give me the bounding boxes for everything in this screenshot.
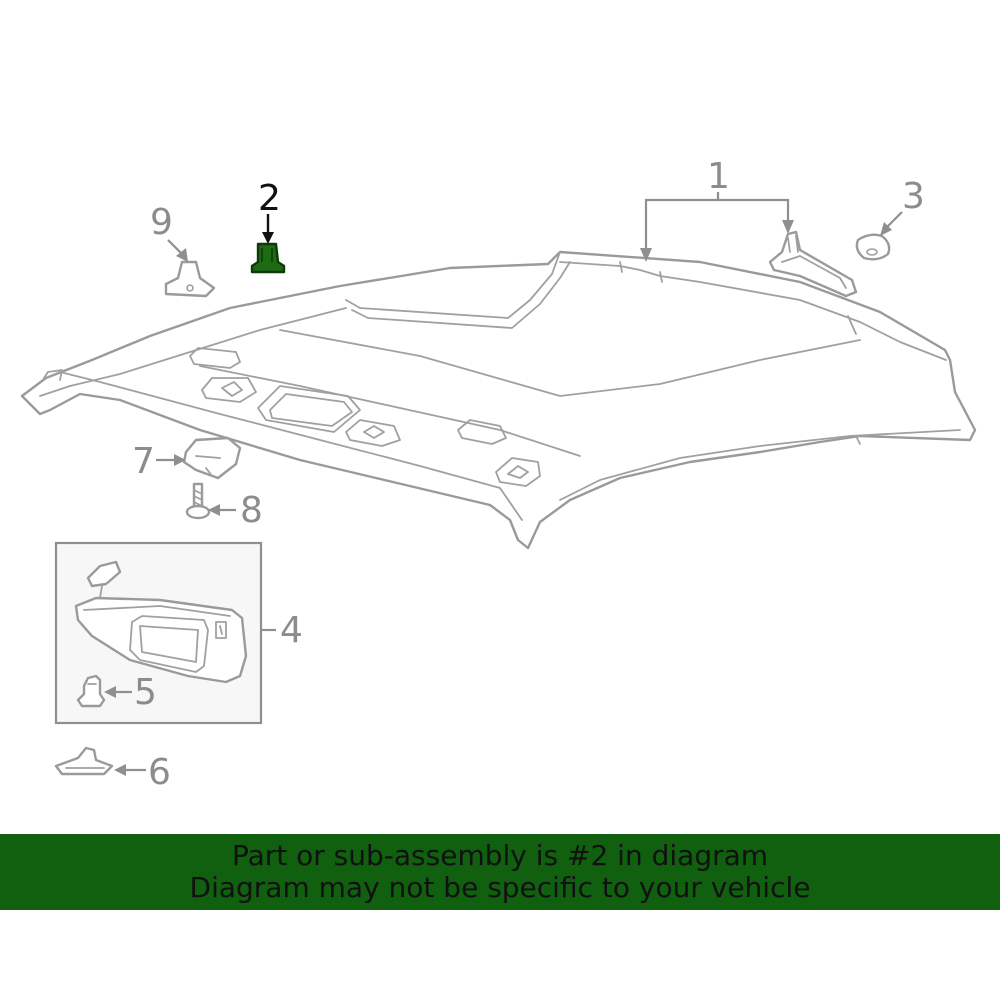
- visor-bracket-part: [182, 436, 242, 480]
- screw-part: [185, 482, 211, 520]
- callout-3: 3: [902, 176, 925, 217]
- callout-4: 4: [280, 610, 303, 651]
- callout-7: 7: [132, 441, 155, 482]
- callout-2: 2: [258, 178, 281, 219]
- sun-visor-part: [74, 560, 248, 684]
- callout-2-leader: [262, 214, 274, 244]
- callout-6: 6: [148, 752, 171, 793]
- banner-line-1: Part or sub-assembly is #2 in diagram: [231, 839, 769, 872]
- info-banner: Part or sub-assembly is #2 in diagram Di…: [0, 834, 1000, 910]
- callout-9-leader: [167, 239, 188, 262]
- callout-8: 8: [240, 490, 263, 531]
- callout-7-leader: [156, 454, 186, 466]
- clip-part-highlighted: [250, 242, 286, 274]
- callout-1-leader: [640, 192, 794, 262]
- banner-line-2: Diagram may not be specific to your vehi…: [189, 871, 811, 904]
- callout-6-leader: [114, 764, 146, 776]
- callout-9: 9: [150, 202, 173, 243]
- callout-5: 5: [134, 672, 157, 713]
- callout-1: 1: [707, 156, 730, 197]
- grommet-part: [855, 233, 891, 261]
- callout-3-leader: [880, 211, 903, 236]
- visor-clip-part: [76, 674, 106, 708]
- rear-trim-piece-part: [768, 230, 858, 298]
- bracket-part: [164, 260, 216, 298]
- cover-part: [54, 746, 114, 776]
- callout-5-leader: [104, 686, 132, 698]
- headliner-part: [20, 250, 977, 550]
- callout-8-leader: [208, 504, 236, 516]
